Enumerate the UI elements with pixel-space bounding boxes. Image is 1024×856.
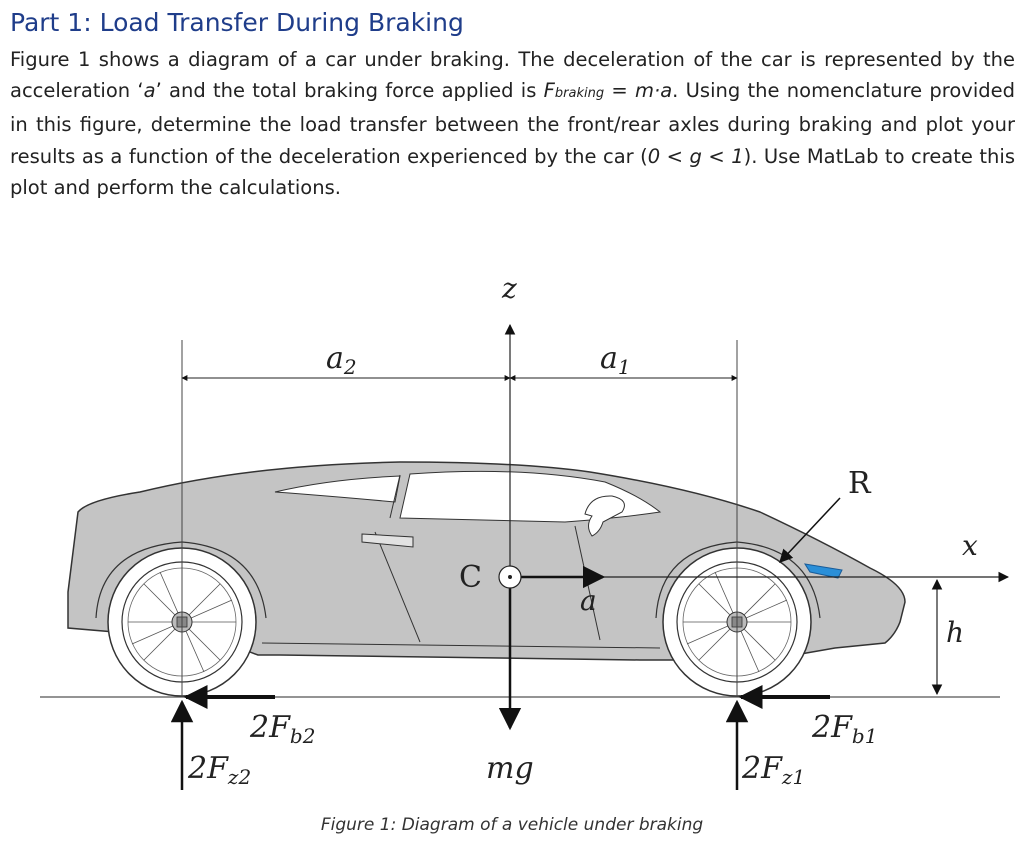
side-skirt [261, 642, 661, 649]
vehicle-diagram: z x a2 a1 R C a h mg 2Fb2 2Fb1 2Fz2 2Fz1 [40, 272, 1010, 790]
side-mirror [584, 495, 625, 537]
acceleration-label: a [580, 584, 597, 617]
cg-label: C [459, 560, 482, 595]
para-text-1: Figure 1 shows a diagram of a car under … [10, 48, 1015, 103]
rear-braking-force-label: 2Fb2 [249, 710, 315, 748]
headlight [803, 563, 843, 579]
para-range: 0 < g < 1 [647, 144, 744, 168]
figure-1: z x a2 a1 R C a h mg 2Fb2 2Fb1 2Fz2 2Fz1 [0, 250, 1024, 815]
para-text-4: . Using the nomenclature provided in thi… [10, 79, 1015, 168]
door-handle [361, 533, 414, 548]
radius-leader [779, 497, 841, 563]
para-text-3: = [604, 79, 635, 103]
para-f-symbol: F [543, 79, 555, 103]
front-normal-force-label: 2Fz1 [741, 751, 805, 789]
a1-label: a1 [600, 341, 631, 379]
rear-normal-force-label: 2Fz2 [187, 751, 251, 789]
para-a-symbol: a [143, 79, 156, 103]
figure-caption: Figure 1: Diagram of a vehicle under bra… [320, 815, 704, 835]
para-text-2: ’ and the total braking force applied is [155, 79, 544, 103]
para-ma: m·a [635, 79, 673, 103]
height-label: h [946, 616, 964, 649]
front-braking-force-label: 2Fb1 [811, 710, 877, 748]
para-f-subscript: braking [554, 86, 605, 102]
x-axis-label: x [962, 529, 978, 562]
a2-label: a2 [326, 341, 357, 379]
radius-label: R [848, 466, 872, 501]
z-axis-label: z [501, 272, 517, 305]
problem-paragraph: Figure 1 shows a diagram of a car under … [10, 44, 1015, 203]
section-heading: Part 1: Load Transfer During Braking [10, 8, 464, 37]
para-text-5: ). Use MatLab to create this plot and pe… [10, 144, 1015, 199]
weight-label: mg [486, 751, 534, 786]
